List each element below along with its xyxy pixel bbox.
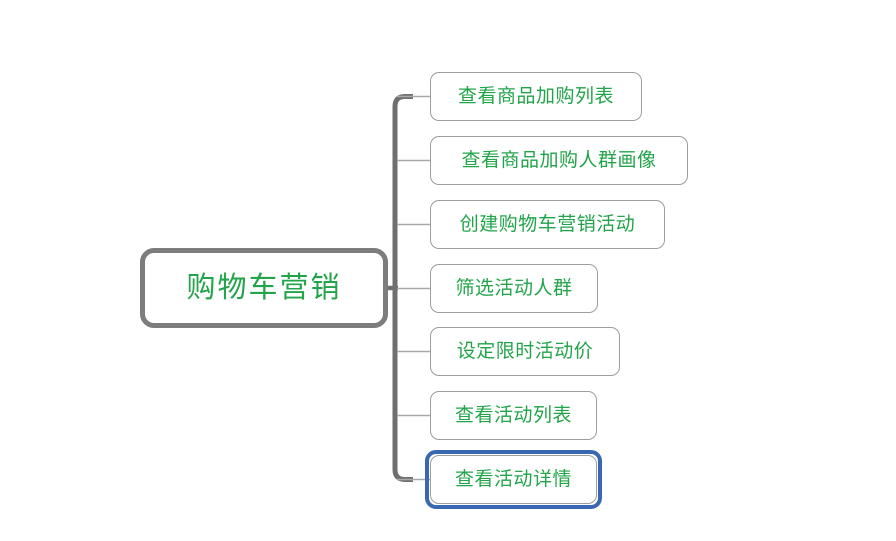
child-node-label: 查看活动详情 xyxy=(454,469,572,490)
node-selection-ring xyxy=(425,450,602,509)
child-node-5[interactable]: 设定限时活动价 xyxy=(430,327,620,376)
child-node-6[interactable]: 查看活动列表 xyxy=(430,391,597,440)
child-node-7[interactable]: 查看活动详情 xyxy=(430,455,597,504)
child-node-label: 查看商品加购人群画像 xyxy=(461,150,657,171)
root-node[interactable]: 购物车营销 xyxy=(140,248,388,328)
child-node-label: 查看活动列表 xyxy=(454,405,572,426)
child-node-label: 查看商品加购列表 xyxy=(457,86,614,107)
root-node-label: 购物车营销 xyxy=(186,271,342,304)
child-node-1[interactable]: 查看商品加购列表 xyxy=(430,72,642,121)
child-node-label: 设定限时活动价 xyxy=(456,341,594,362)
child-node-2[interactable]: 查看商品加购人群画像 xyxy=(430,136,688,185)
child-node-4[interactable]: 筛选活动人群 xyxy=(430,264,598,313)
child-node-3[interactable]: 创建购物车营销活动 xyxy=(430,200,665,249)
child-node-label: 筛选活动人群 xyxy=(455,278,573,299)
child-node-label: 创建购物车营销活动 xyxy=(459,214,636,235)
